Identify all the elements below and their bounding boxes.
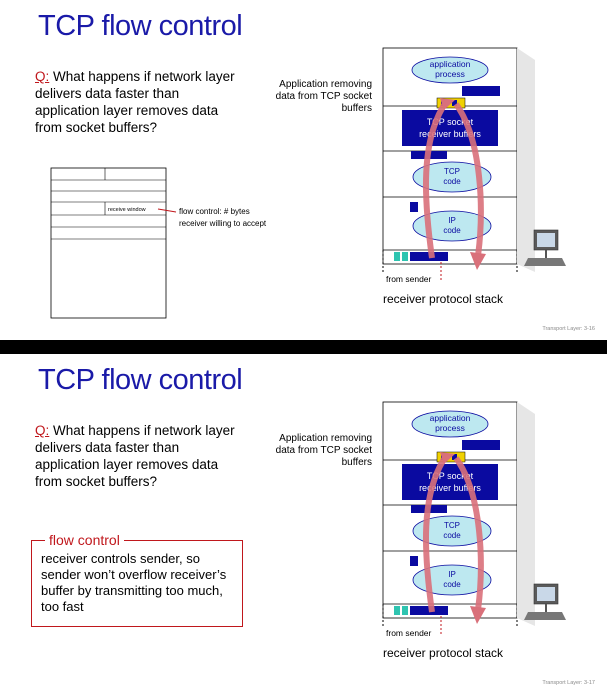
ip-code-label-2: code <box>443 580 461 589</box>
app-removing-note: Application removing data from TCP socke… <box>275 79 372 114</box>
slide-2-diagram: application process TCP socket receiver … <box>382 401 566 636</box>
receive-window-label: receive window <box>108 207 146 213</box>
receiver-protocol-stack-caption: receiver protocol stack <box>383 292 504 306</box>
application-process-bubble <box>411 410 489 438</box>
socket-buffers-label-2: receiver buffers <box>419 129 481 139</box>
flow-control-annotation-1: flow control: # bytes <box>179 207 250 216</box>
application-process-bubble <box>411 56 489 84</box>
question-prefix: Q: <box>35 69 50 84</box>
computer-icon <box>524 229 566 266</box>
slide-2: TCP flow control Q: What happens if netw… <box>0 354 607 694</box>
app-process-label-1: application <box>430 59 471 69</box>
ip-code-label-2: code <box>443 226 461 235</box>
receiver-protocol-stack-caption: receiver protocol stack <box>383 646 504 660</box>
ip-code-bubble <box>412 564 492 596</box>
slide-1: TCP flow control Q: What happens if netw… <box>0 0 607 340</box>
computer-icon <box>524 583 566 620</box>
question-body: What happens if network layer delivers d… <box>35 423 235 489</box>
tcp-socket-receiver-buffers <box>402 464 498 500</box>
from-sender-label: from sender <box>386 628 432 638</box>
from-sender-label: from sender <box>386 274 432 284</box>
flow-control-text: receiver controls sender, so sender won’… <box>41 551 227 614</box>
receiver-protocol-stack: application process TCP socket receiver … <box>382 401 566 636</box>
question-text: Q: What happens if network layer deliver… <box>35 68 245 136</box>
slide-footer: Transport Layer: 3-16 <box>542 326 595 332</box>
tcp-socket-receiver-buffers <box>402 110 498 146</box>
question-prefix: Q: <box>35 423 50 438</box>
slide-title: TCP flow control <box>38 10 243 42</box>
socket-buffers-label-1: TCP socket <box>427 117 474 127</box>
app-removing-note: Application removing data from TCP socke… <box>275 433 372 468</box>
app-process-label-1: application <box>430 413 471 423</box>
app-process-label-2: process <box>435 423 465 433</box>
slide-divider <box>0 340 607 354</box>
socket-buffers-label-2: receiver buffers <box>419 483 481 493</box>
downward-flow-arrow <box>453 102 484 257</box>
slide-1-diagram: receive window flow control: # bytes rec… <box>50 47 566 319</box>
upward-flow-arrow <box>423 100 449 259</box>
tcp-segment-diagram: receive window flow control: # bytes rec… <box>50 167 267 319</box>
ip-code-label-1: IP <box>448 216 456 225</box>
ip-code-label-1: IP <box>448 570 456 579</box>
upward-flow-arrow <box>423 454 449 613</box>
flow-control-title: flow control <box>45 532 124 548</box>
slide-footer: Transport Layer: 3-17 <box>542 680 595 686</box>
question-body: What happens if network layer delivers d… <box>35 69 235 135</box>
app-process-label-2: process <box>435 69 465 79</box>
downward-flow-arrow <box>453 456 484 611</box>
tcp-code-bubble <box>412 515 492 547</box>
slide-title: TCP flow control <box>38 364 243 396</box>
tcp-code-label-1: TCP <box>444 521 460 530</box>
question-text: Q: What happens if network layer deliver… <box>35 422 245 490</box>
receiver-protocol-stack: application process TCP socket receiver … <box>382 47 566 282</box>
tcp-code-bubble <box>412 161 492 193</box>
tcp-code-label-2: code <box>443 531 461 540</box>
tcp-code-label-1: TCP <box>444 167 460 176</box>
ip-code-bubble <box>412 210 492 242</box>
tcp-code-label-2: code <box>443 177 461 186</box>
flow-control-annotation-2: receiver willing to accept <box>179 219 267 228</box>
socket-buffers-label-1: TCP socket <box>427 471 474 481</box>
flow-control-box <box>31 540 243 627</box>
